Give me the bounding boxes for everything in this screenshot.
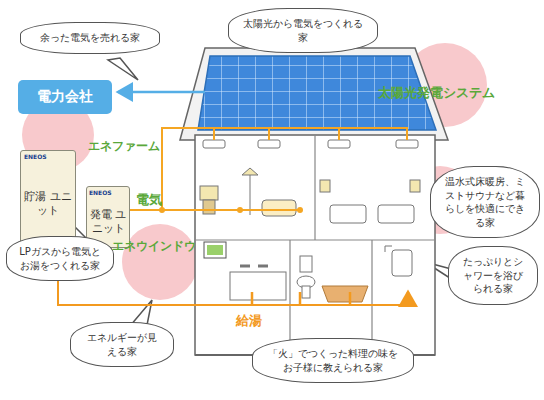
callout-bubble: エネルギーが見える家 — [70, 322, 174, 367]
node-text: 貯湯 ユニット — [23, 190, 73, 218]
callout-bubble: 余った電気を売れる家 — [20, 22, 160, 54]
storage-unit: 貯湯 ユニット — [20, 150, 76, 248]
brand-logo: ENEOS — [24, 153, 47, 160]
node-text: 太陽光から電気をつくれる家 — [241, 17, 365, 44]
brand-logo: ENEOS — [89, 189, 112, 196]
system-label: 太陽光発電システム — [378, 84, 495, 102]
callout-bubble: 「火」でつくった料理の味をお子様に教えられる家 — [252, 338, 414, 383]
node-text: 電力会社 — [37, 88, 93, 106]
node-text: 余った電気を売れる家 — [40, 31, 140, 45]
callout-bubble: 太陽光から電気をつくれる家 — [228, 8, 378, 53]
callout-bubble: たっぷりとシャワーを浴びられる家 — [448, 246, 538, 305]
node-text: 発電 ユニット — [89, 208, 127, 236]
node-text: 「火」でつくった料理の味をお子様に教えられる家 — [265, 347, 401, 374]
system-label: エネファーム — [88, 138, 160, 155]
node-text: たっぷりとシャワーを浴びられる家 — [461, 255, 525, 296]
company-box: 電力会社 — [18, 80, 112, 114]
node-text: 温水式床暖房、ミストサウナなど暮らしを快適にできる家 — [443, 175, 527, 229]
node-text: LPガスから電気とお湯をつくれる家 — [19, 245, 101, 272]
system-label: エネウインドウ — [112, 238, 196, 255]
node-text: エネルギーが見える家 — [83, 331, 161, 358]
callout-bubble: LPガスから電気とお湯をつくれる家 — [6, 236, 114, 281]
callout-bubble: 温水式床暖房、ミストサウナなど暮らしを快適にできる家 — [430, 166, 540, 238]
line-label: 給湯 — [236, 312, 262, 330]
line-label: 電気 — [136, 191, 162, 209]
